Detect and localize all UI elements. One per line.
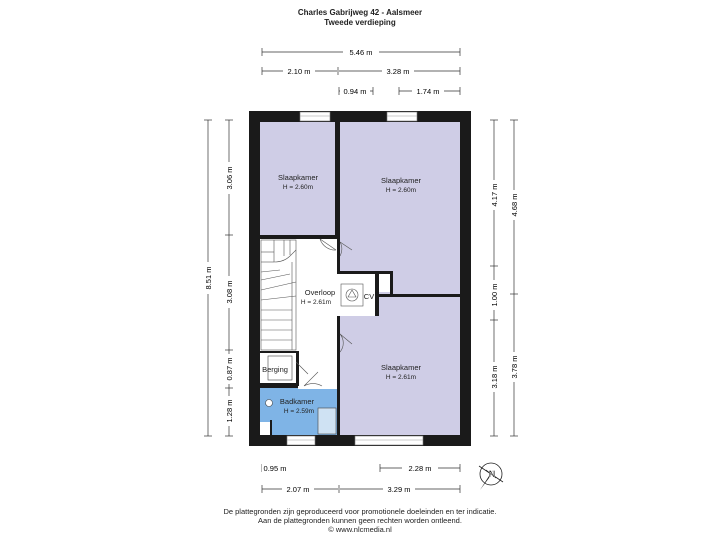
door-bedroom-top-left <box>319 238 337 251</box>
dim-top-right: 3.28 m <box>387 67 410 76</box>
room-height-bedroom-bottom: H = 2.61m <box>386 374 416 381</box>
room-label-storage: Berging <box>262 365 288 374</box>
door-bedroom-top-right <box>339 241 353 257</box>
dim-right-total-bottom: 3.78 m <box>510 356 519 379</box>
room-bedroom-top-left <box>260 122 335 235</box>
shaft <box>379 274 390 292</box>
bath-duct <box>260 422 270 435</box>
cv-label: CV <box>364 292 374 301</box>
room-bedroom-bottom <box>340 297 460 435</box>
dim-bottom-small-right: 2.28 m <box>409 464 432 473</box>
room-label-landing: Overloop <box>305 288 335 297</box>
dim-left-3: 0.87 m <box>225 358 234 381</box>
dim-left-1: 3.06 m <box>225 167 234 190</box>
disclaimer-line-2: Aan de plattegronden kunnen geen rechten… <box>258 516 462 525</box>
dim-left-2: 3.08 m <box>225 281 234 304</box>
door-storage <box>295 361 309 375</box>
dim-bottom-left: 2.07 m <box>287 485 310 494</box>
room-label-bedroom-bottom: Slaapkamer <box>381 363 422 372</box>
dim-bottom-small-left: 0.95 m <box>264 464 287 473</box>
room-height-bathroom: H = 2.59m <box>284 408 314 415</box>
dim-top-small-right: 1.74 m <box>417 87 440 96</box>
staircase <box>260 239 297 351</box>
room-label-bedroom-top-right: Slaapkamer <box>381 176 422 185</box>
room-label-bathroom: Badkamer <box>280 397 315 406</box>
cv-unit <box>340 283 364 307</box>
floorplan-floor-name: Tweede verdieping <box>324 18 396 27</box>
dim-top-left: 2.10 m <box>288 67 311 76</box>
compass-icon: N <box>478 458 504 490</box>
dim-left-total: 8.51 m <box>204 267 213 290</box>
storage-cabinet <box>267 355 293 381</box>
room-bedroom-top-right <box>340 122 460 294</box>
dim-top-small-left: 0.94 m <box>344 87 367 96</box>
room-height-landing: H = 2.61m <box>301 299 331 306</box>
disclaimer-line-1: De plattegronden zijn geproduceerd voor … <box>223 507 497 516</box>
room-height-bedroom-top-left: H = 2.60m <box>283 184 313 191</box>
compass-north-label: N <box>489 469 496 479</box>
dim-bottom-right: 3.29 m <box>388 485 411 494</box>
shower <box>317 407 337 435</box>
room-height-bedroom-top-right: H = 2.60m <box>386 187 416 194</box>
bath-door-gap <box>298 386 337 389</box>
dim-right-total-top: 4.68 m <box>510 194 519 217</box>
room-label-bedroom-top-left: Slaapkamer <box>278 173 319 182</box>
door-bedroom-bottom <box>339 333 353 353</box>
floorplan-address: Charles Gabrijweg 42 - Aalsmeer <box>297 8 423 17</box>
dim-top-total: 5.46 m <box>350 48 373 57</box>
dim-left-4: 1.28 m <box>225 400 234 423</box>
door-bathroom <box>303 371 323 387</box>
dim-right-inner-bottom: 3.18 m <box>490 366 499 389</box>
dim-right-mid: 1.00 m <box>490 284 499 307</box>
dim-right-inner-top: 4.17 m <box>490 184 499 207</box>
sink <box>265 399 273 407</box>
copyright-link[interactable]: © www.nlcmedia.nl <box>328 525 392 534</box>
